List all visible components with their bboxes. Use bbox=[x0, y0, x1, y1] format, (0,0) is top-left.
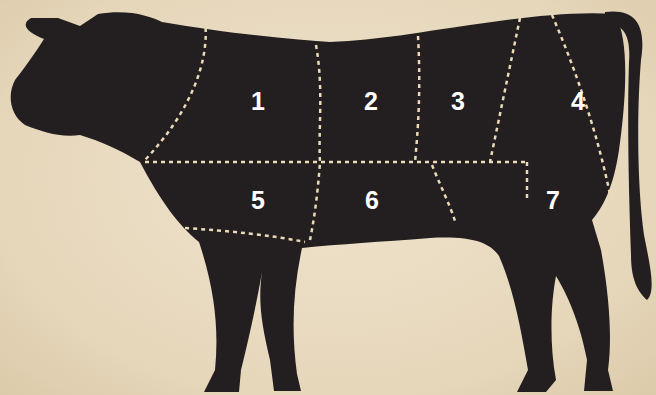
cut-line bbox=[415, 36, 419, 162]
cut-line bbox=[185, 228, 305, 242]
callout-number: 7 bbox=[533, 186, 573, 214]
callout-number: 2 bbox=[351, 87, 391, 115]
callout-number: 4 bbox=[558, 87, 598, 115]
cut-line bbox=[432, 165, 455, 221]
callout-number: 1 bbox=[238, 87, 278, 115]
cut-line bbox=[310, 45, 320, 240]
callout-number: 5 bbox=[238, 186, 278, 214]
cow-silhouette bbox=[11, 12, 626, 392]
cut-line bbox=[145, 20, 206, 160]
callout-number: 6 bbox=[352, 186, 392, 214]
cut-lines bbox=[145, 15, 612, 242]
cut-line bbox=[552, 15, 612, 205]
cut-line bbox=[490, 18, 520, 162]
cut-line bbox=[526, 162, 529, 202]
cut-line bbox=[145, 161, 527, 164]
callout-number: 3 bbox=[438, 87, 478, 115]
